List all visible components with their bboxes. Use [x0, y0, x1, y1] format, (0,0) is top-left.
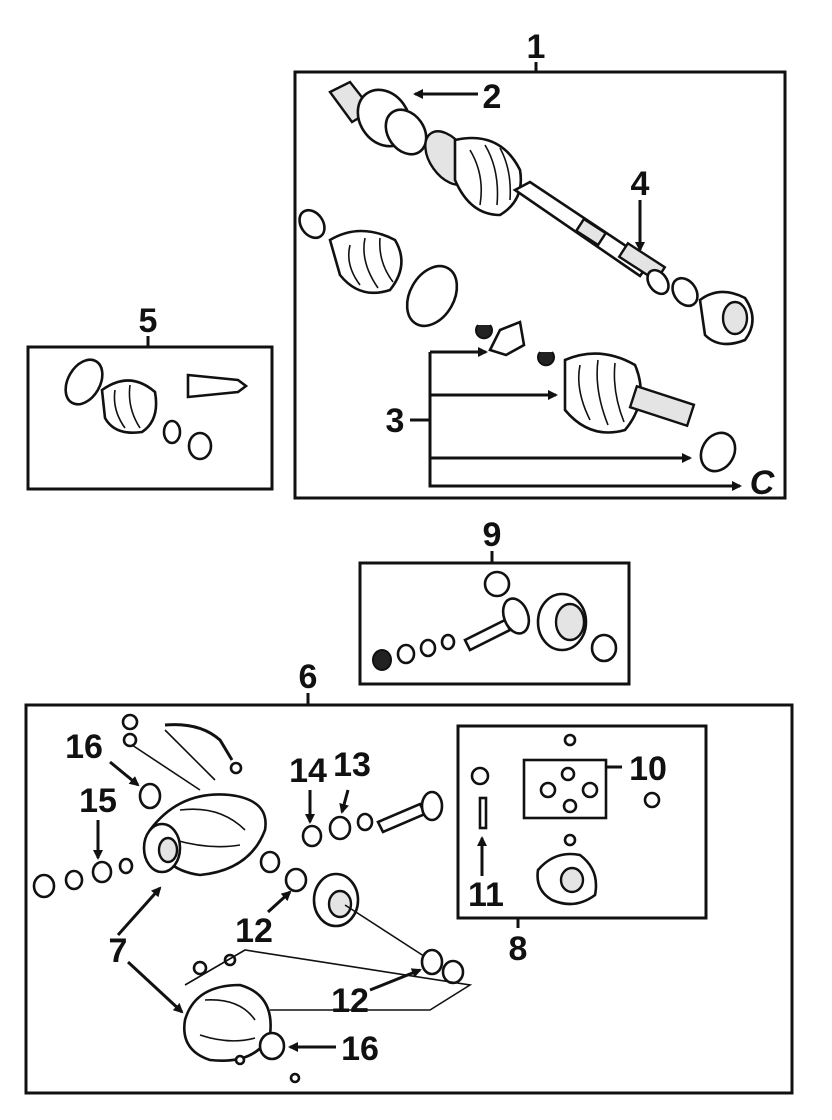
- callout-12-lower: 12: [331, 982, 369, 1020]
- callout-12-upper: 12: [235, 912, 273, 950]
- axle-shaft-drawing: [298, 80, 754, 491]
- differential-frame: [24, 703, 794, 1095]
- callout-2: 2: [483, 78, 502, 116]
- pinion-kit-drawing: [372, 570, 618, 671]
- callout-13: 13: [333, 746, 371, 784]
- axle-assembly-frame: [293, 70, 787, 500]
- callout-16-lower: 16: [341, 1030, 379, 1068]
- callout-1: 1: [527, 28, 546, 66]
- pinion-kit-frame: [358, 561, 631, 686]
- callout-15: 15: [79, 782, 117, 820]
- callout-7: 7: [109, 932, 128, 970]
- callout-16-upper: 16: [65, 728, 103, 766]
- callout-4: 4: [631, 165, 650, 203]
- callout-letter-c: C: [750, 464, 775, 502]
- callout-11: 11: [468, 876, 504, 914]
- boot-kit-frame: [26, 345, 274, 491]
- callout-8: 8: [509, 930, 528, 968]
- callout-6: 6: [299, 658, 318, 696]
- differential-drawing: [32, 713, 661, 1084]
- callout-14: 14: [289, 752, 327, 790]
- callout-5: 5: [139, 302, 158, 340]
- boot-kit-drawing: [64, 358, 249, 461]
- callout-10: 10: [629, 750, 667, 788]
- callout-3: 3: [386, 402, 405, 440]
- carrier-kit-frame: [456, 724, 708, 920]
- callout-9: 9: [483, 516, 502, 554]
